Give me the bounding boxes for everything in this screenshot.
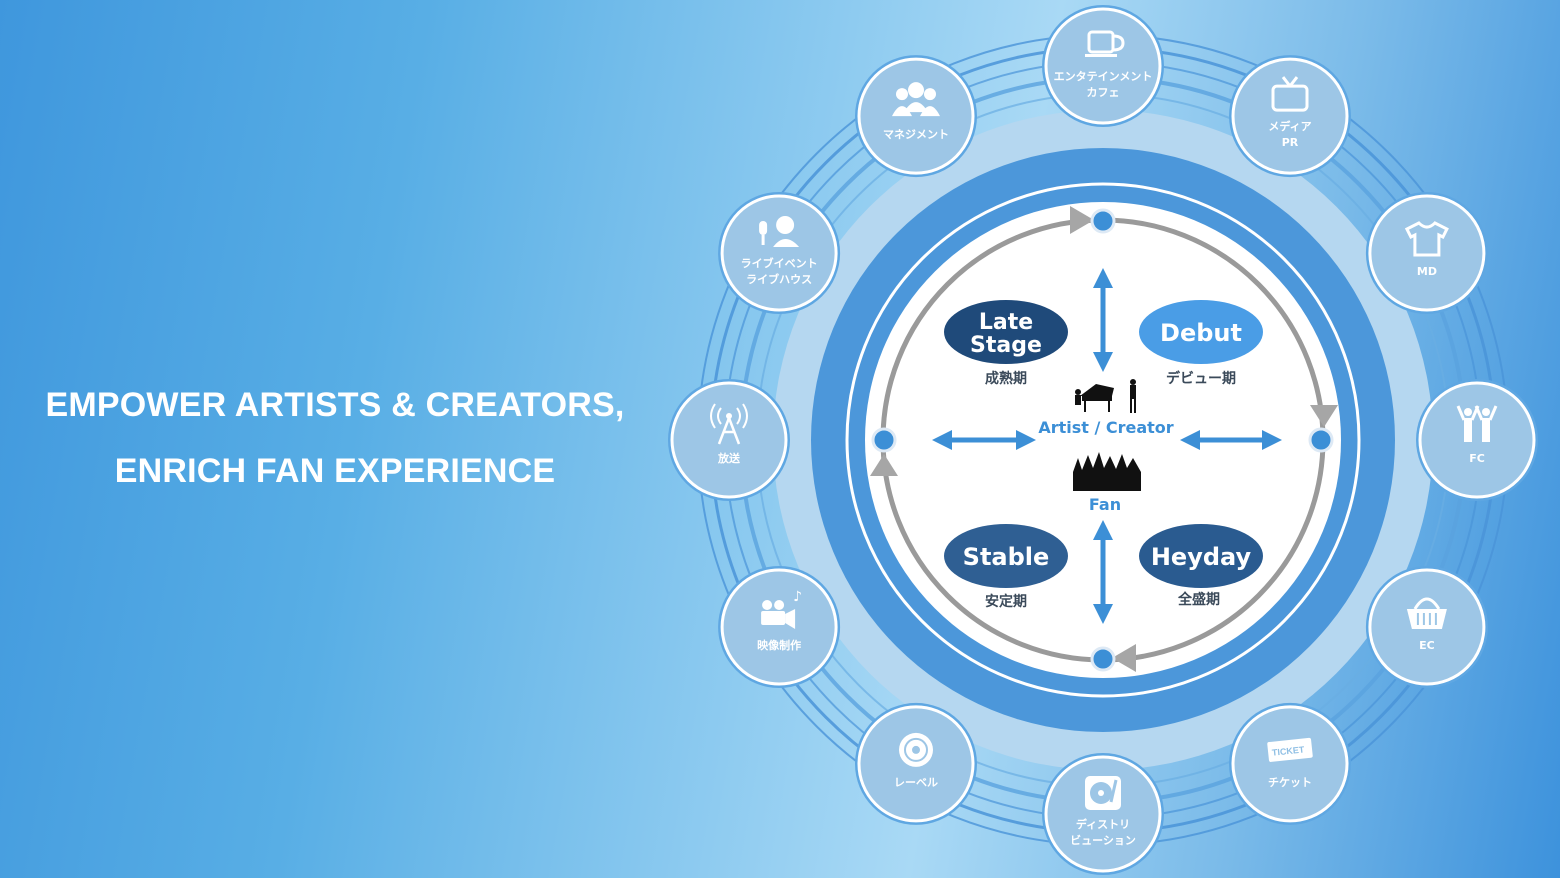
service-ec: EC [1365,566,1488,688]
ticket-icon: TICKET [1267,737,1313,762]
service-ticket: TICKET チケット [1229,702,1351,825]
disc-icon [899,732,933,767]
cycle-arrow-right [1310,405,1338,427]
headline-line-1: EMPOWER ARTISTS & CREATORS, [45,386,625,424]
service-video-disc [720,568,838,686]
service-fc-label-1: FC [1469,452,1485,465]
cup-icon [1085,30,1125,57]
microphone-icon [759,216,800,247]
service-management-disc [857,57,975,175]
service-media-label-2: PR [1282,136,1299,149]
stage-stable-jp: 安定期 [985,593,1027,610]
service-broadcast-label-1: 放送 [717,451,741,465]
service-live-label-1: ライブイベント [741,256,818,270]
cycle-arrow-top [1070,206,1094,234]
service-distribution-label-1: ディストリ [1076,817,1130,831]
cycle-dots [871,208,1334,672]
service-ticket-label-1: チケット [1268,776,1312,789]
artist-creator-label: Artist / Creator [1038,418,1173,437]
service-ticket-disc [1231,705,1349,823]
service-label-label-1: レーベル [894,776,938,789]
service-md: MD [1365,192,1488,314]
stage-debut: Debut デビュー期 [1139,300,1263,387]
piano-singer-icon [1075,379,1136,413]
service-video-label-1: 映像制作 [757,638,801,652]
service-video: ♪ 映像制作 [718,566,841,688]
service-live-label-2: ライブハウス [746,272,812,286]
service-fc: FC [1416,379,1538,501]
crowd-icon [1073,452,1141,491]
double-arrows [932,268,1282,624]
antenna-icon [710,403,748,445]
stage-stable: Stable 安定期 [944,524,1068,610]
service-distribution-label-2: ビューション [1070,833,1136,847]
stage-heyday: Heyday 全盛期 [1139,524,1263,608]
stage-debut-en: Debut [1160,319,1242,347]
basket-icon [1406,597,1447,629]
service-md-disc [1368,194,1486,312]
stage-late: Late Stage 成熟期 [944,300,1068,387]
service-cafe-label-1: エンタテインメント [1054,70,1153,83]
people-icon [892,82,940,117]
fans-icon [1456,405,1498,442]
service-media-disc [1231,57,1349,175]
service-media: メディア PR [1229,55,1351,178]
stage-debut-jp: デビュー期 [1166,370,1236,387]
service-fc-disc [1418,381,1536,499]
service-label: レーベル [855,702,977,825]
services-ring: エンタテインメントカフェメディアPRMDFCECTICKETチケットディストリビ… [668,5,1538,875]
cycle-arrow-bottom [1112,644,1136,672]
cycle-arrow-left [870,454,898,476]
stage-late-en2: Stage [970,333,1042,358]
svg-text:TICKET: TICKET [1271,744,1305,757]
service-cafe-label-2: カフェ [1087,86,1120,99]
headline-line-2: ENRICH FAN EXPERIENCE [114,452,556,490]
stage-late-en1: Late [979,310,1033,335]
service-broadcast: 放送 [668,379,790,501]
stage-late-jp: 成熟期 [985,370,1027,387]
service-ec-label-1: EC [1419,639,1435,652]
service-cafe-disc [1044,7,1162,125]
stage-heyday-en: Heyday [1151,543,1252,571]
stage-heyday-jp: 全盛期 [1177,591,1220,608]
stage-stable-en: Stable [963,543,1050,571]
white-ring [845,182,1361,698]
fan-label: Fan [1089,495,1121,514]
service-management-label-1: マネジメント [883,128,949,141]
service-broadcast-disc [670,381,788,499]
tshirt-icon [1404,221,1449,257]
service-distribution-disc [1044,755,1162,873]
service-management: マネジメント [855,55,977,178]
tv-icon [1271,76,1309,112]
service-media-label-1: メディア [1268,119,1311,133]
turntable-icon [1085,776,1121,810]
service-md-label-1: MD [1417,265,1437,278]
service-live-disc [720,194,838,312]
svg-text:♪: ♪ [793,589,802,605]
video-camera-icon: ♪ [761,589,802,629]
